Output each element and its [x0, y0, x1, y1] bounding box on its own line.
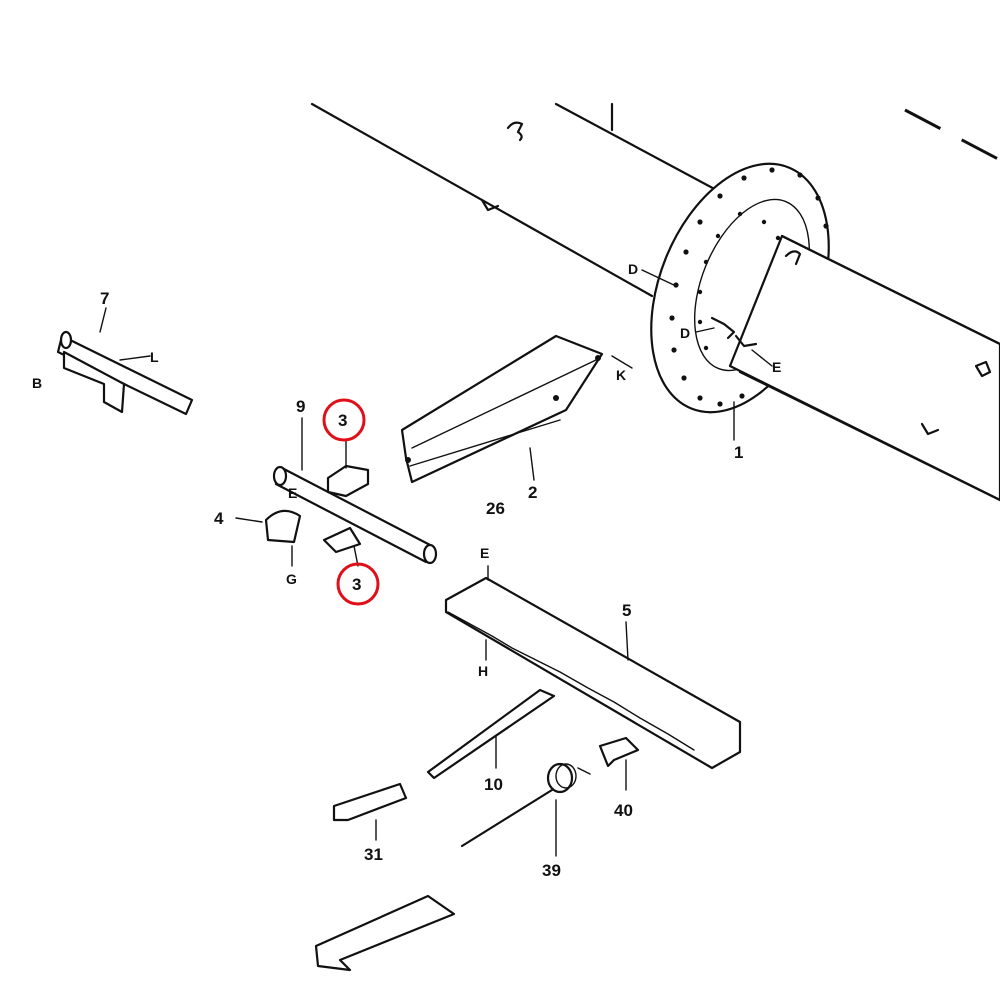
part-40-clip	[598, 736, 640, 791]
reference-letters: B L D D E K G H E E	[32, 261, 781, 679]
letter-e-small: E	[288, 485, 297, 501]
part-number-labels: 1 2 3 3 4 5 7 9 10 26 31 39 40	[100, 289, 743, 880]
highlight-circle-part-3-upper	[322, 398, 366, 442]
letter-d-lower: D	[680, 325, 690, 341]
part-9-tube-with-clamps	[272, 417, 438, 567]
triangular-bracket	[400, 334, 604, 484]
part-7-bracket	[56, 307, 194, 416]
letter-e: E	[772, 359, 781, 375]
label-part-9: 9	[296, 397, 305, 416]
part-39-spring	[460, 762, 591, 857]
label-part-1: 1	[734, 443, 743, 462]
part-5-plate	[444, 565, 742, 770]
label-part-2: 2	[528, 483, 537, 502]
label-part-3-lower: 3	[352, 575, 361, 594]
label-part-10: 10	[484, 775, 503, 794]
letter-g: G	[286, 571, 297, 587]
label-part-4: 4	[214, 509, 224, 528]
letter-e-26: E	[480, 545, 489, 561]
letter-l: L	[150, 349, 159, 365]
letter-b: B	[32, 375, 42, 391]
label-part-26: 26	[486, 499, 505, 518]
label-part-39: 39	[542, 861, 561, 880]
label-part-31: 31	[364, 845, 383, 864]
letter-d-upper: D	[628, 261, 638, 277]
label-part-3-upper: 3	[338, 411, 347, 430]
part-31-handle	[332, 782, 408, 841]
letter-h: H	[478, 663, 488, 679]
drum-assembly	[310, 102, 1000, 502]
part-10-blade	[426, 688, 556, 780]
direction-arrow-icon	[314, 894, 456, 972]
letter-k: K	[616, 367, 626, 383]
highlight-circle-part-3-lower	[336, 562, 380, 606]
label-part-40: 40	[614, 801, 633, 820]
label-part-7: 7	[100, 289, 109, 308]
part-4-clip	[235, 509, 302, 567]
label-part-5: 5	[622, 601, 631, 620]
